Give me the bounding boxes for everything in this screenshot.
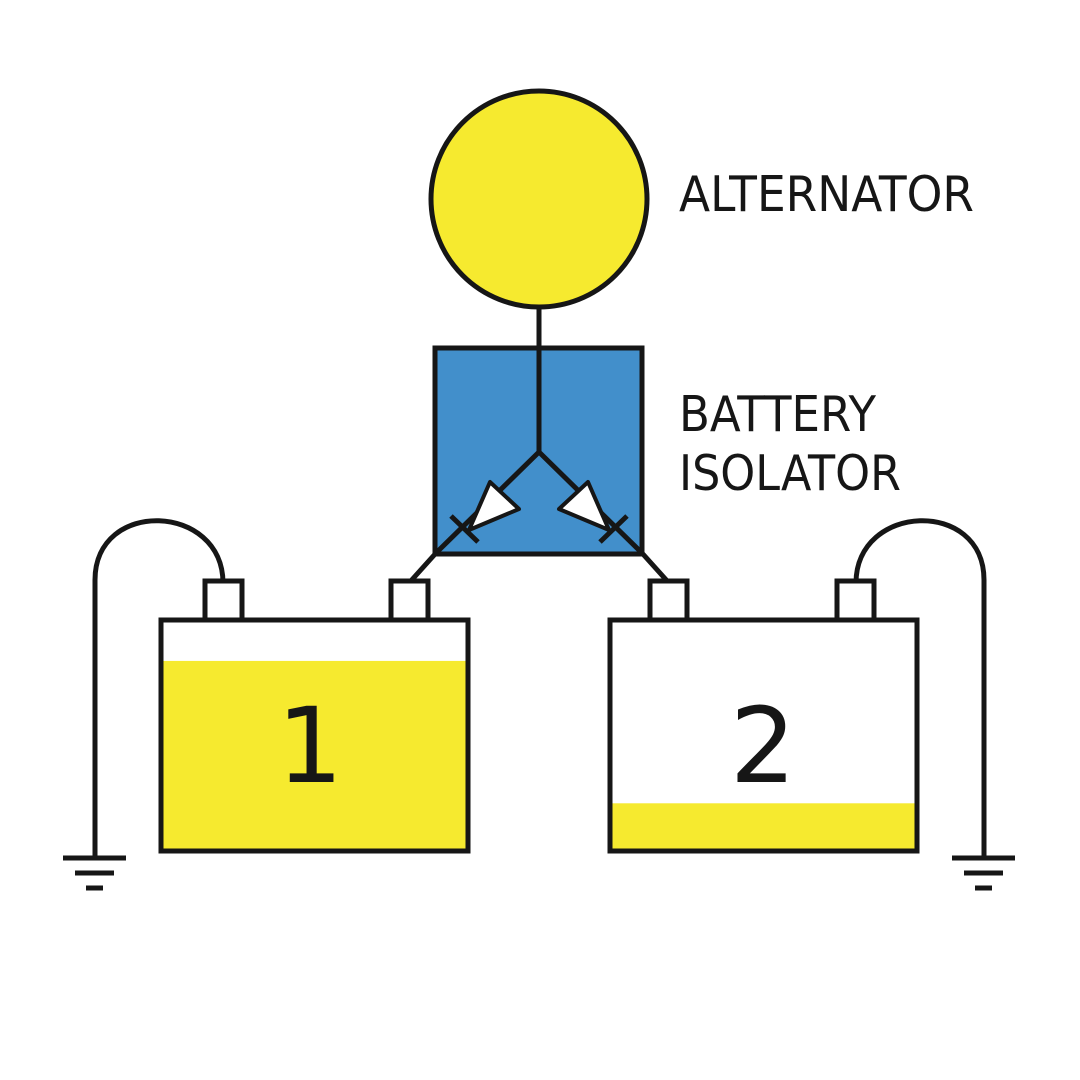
isolator-label-line1: BATTERY: [679, 386, 877, 443]
isolator-label-line2: ISOLATOR: [679, 445, 901, 502]
alternator-icon: [428, 88, 650, 310]
terminal-icon: [647, 578, 690, 623]
diode-right-icon: [557, 480, 611, 532]
battery-1-label: 1: [277, 685, 343, 807]
battery-isolator-icon: [432, 345, 645, 557]
isolator-to-battery-2-wire: [640, 551, 671, 585]
isolator-to-battery-1-wire: [407, 551, 438, 585]
battery-1-ground-wire: [92, 518, 226, 856]
ground-icon: [63, 855, 126, 891]
battery-1: 1: [158, 578, 471, 854]
terminal-icon: [202, 578, 245, 623]
battery-2-label: 2: [730, 685, 796, 807]
alternator-label: ALTERNATOR: [679, 166, 974, 223]
diode-left-icon: [467, 480, 521, 532]
ground-icon: [952, 855, 1015, 891]
battery-2-ground-wire: [853, 518, 987, 856]
battery-1-charge-fill: [163, 660, 466, 849]
battery-2: 2: [607, 578, 920, 854]
terminal-icon: [834, 578, 877, 623]
battery-2-charge-fill: [612, 803, 915, 849]
terminal-icon: [388, 578, 431, 623]
